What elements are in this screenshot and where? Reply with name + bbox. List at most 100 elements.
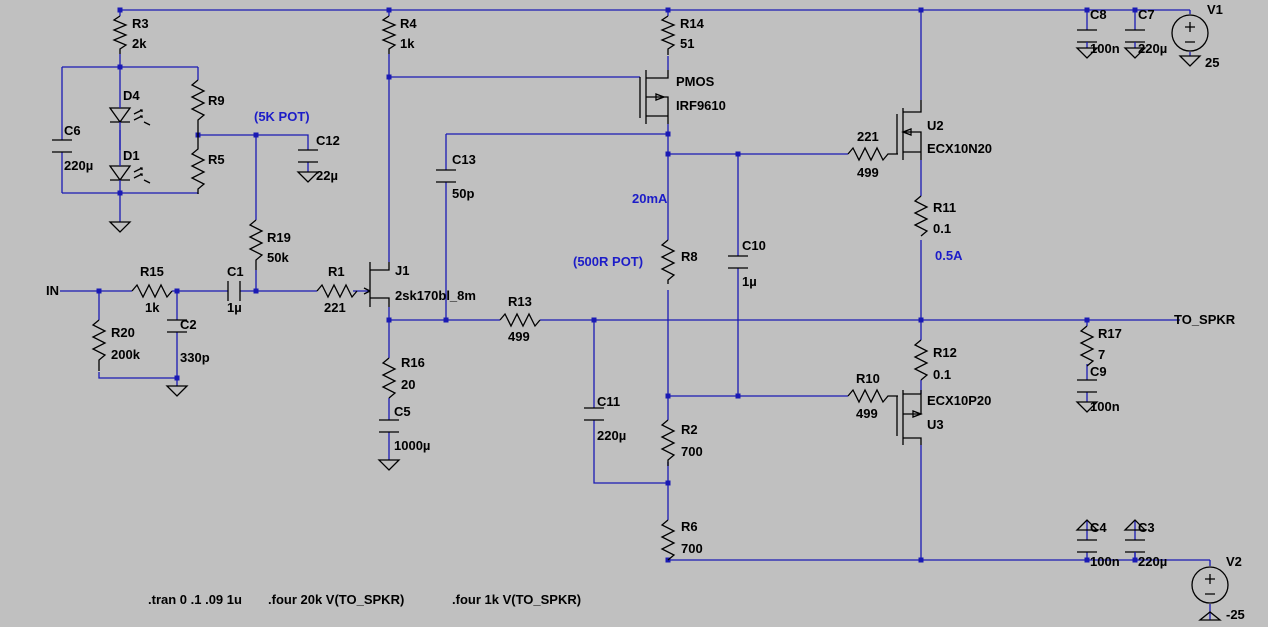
r10-symbol — [847, 388, 898, 404]
c11-value: 220µ — [597, 428, 626, 443]
c6-value: 220µ — [64, 158, 93, 173]
c11-symbol — [584, 407, 604, 421]
r9-ref: R9 — [208, 93, 225, 108]
c5-value: 1000µ — [394, 438, 430, 453]
r2-ref: R2 — [681, 422, 698, 437]
resistors — [91, 15, 1095, 561]
v2-ref: V2 — [1226, 554, 1242, 569]
r3-symbol — [112, 15, 128, 54]
r16-symbol — [381, 357, 397, 399]
c9-value: 100n — [1090, 399, 1120, 414]
c4-ref: C4 — [1090, 520, 1107, 535]
c4-value: 100n — [1090, 554, 1120, 569]
r4-symbol — [381, 15, 397, 54]
pmos-value: IRF9610 — [676, 98, 726, 113]
r12-ref: R12 — [933, 345, 957, 360]
v1-source-icon — [1171, 14, 1209, 52]
r6-symbol — [660, 519, 676, 561]
ground-icon — [108, 221, 132, 233]
net-to-spkr-label: TO_SPKR — [1174, 312, 1236, 327]
r1-value: 221 — [324, 300, 346, 315]
directive-four-20k: .four 20k V(TO_SPKR) — [268, 592, 404, 607]
c4-symbol — [1077, 539, 1097, 553]
r15-symbol — [131, 283, 173, 299]
c13-symbol — [436, 169, 456, 183]
r11-ref: R11 — [933, 200, 956, 215]
c3-ref: C3 — [1138, 520, 1155, 535]
u3-mosfet-icon — [896, 390, 923, 445]
ground-icon — [1075, 47, 1099, 59]
r3-ref: R3 — [132, 16, 149, 31]
d4-ref: D4 — [123, 88, 140, 103]
pmos-mosfet-icon — [639, 70, 669, 124]
wires — [60, 9, 1211, 620]
c7-value: 220µ — [1138, 41, 1167, 56]
ground-icon — [1123, 519, 1147, 531]
ground-icon — [296, 171, 320, 183]
c2-ref: C2 — [180, 317, 197, 332]
u2-value: ECX10N20 — [927, 141, 992, 156]
c12-ref: C12 — [316, 133, 340, 148]
r10-value: 499 — [856, 406, 878, 421]
r16-value: 20 — [401, 377, 415, 392]
r20-ref: R20 — [111, 325, 135, 340]
r8-symbol — [660, 239, 676, 284]
r14-value: 51 — [680, 36, 694, 51]
u3-value: ECX10P20 — [927, 393, 991, 408]
r1-ref: R1 — [328, 264, 345, 279]
r4-ref: R4 — [400, 16, 417, 31]
u3-ref: U3 — [927, 417, 944, 432]
r9-symbol — [190, 79, 206, 135]
v1-value: 25 — [1205, 55, 1219, 70]
ground-icon — [165, 385, 189, 397]
pmos-ref: PMOS — [676, 74, 715, 89]
r20-symbol — [91, 319, 107, 371]
v2-source-icon — [1191, 566, 1229, 604]
r13-value: 499 — [508, 329, 530, 344]
capacitors — [52, 29, 1145, 553]
r12-symbol — [913, 339, 929, 381]
c6-ref: C6 — [64, 123, 81, 138]
ground-icon — [1178, 55, 1202, 67]
labels: R3 2k R4 1k R14 51 R9 R5 D4 D1 C6 220µ (… — [46, 2, 1245, 622]
r4-value: 1k — [400, 36, 415, 51]
d1-led-icon — [108, 165, 151, 184]
r2-symbol — [660, 419, 676, 466]
c5-ref: C5 — [394, 404, 411, 419]
r19-ref: R19 — [267, 230, 291, 245]
current-05a-note: 0.5A — [935, 248, 963, 263]
r7-gate-symbol — [847, 146, 898, 162]
c12-value: 22µ — [316, 168, 338, 183]
r1-symbol — [316, 283, 358, 299]
r16-ref: R16 — [401, 355, 425, 370]
c8-ref: C8 — [1090, 7, 1107, 22]
j1-value: 2sk170bl_8m — [395, 288, 476, 303]
ground-icon — [1075, 401, 1099, 413]
c2-value: 330p — [180, 350, 210, 365]
c1-value: 1µ — [227, 300, 242, 315]
c3-symbol — [1125, 539, 1145, 553]
j1-jfet-icon — [363, 262, 390, 307]
r15-value: 1k — [145, 300, 160, 315]
r13-symbol — [499, 312, 541, 328]
c6-symbol — [52, 139, 72, 153]
grounds — [108, 47, 1222, 621]
directive-four-1k: .four 1k V(TO_SPKR) — [452, 592, 581, 607]
r11-symbol — [913, 195, 929, 237]
r10-ref: R10 — [856, 371, 880, 386]
r5-symbol — [190, 135, 206, 194]
sources — [1171, 14, 1229, 604]
c5-symbol — [379, 419, 399, 433]
r6-value: 700 — [681, 541, 703, 556]
r19-value: 50k — [267, 250, 289, 265]
c10-ref: C10 — [742, 238, 766, 253]
c10-symbol — [728, 255, 748, 269]
ground-icon — [377, 459, 401, 471]
d4-led-icon — [108, 107, 151, 126]
c12-symbol — [298, 149, 318, 163]
r2-value: 700 — [681, 444, 703, 459]
ground-icon — [1198, 611, 1222, 621]
c9-ref: C9 — [1090, 364, 1107, 379]
r14-ref: R14 — [680, 16, 705, 31]
